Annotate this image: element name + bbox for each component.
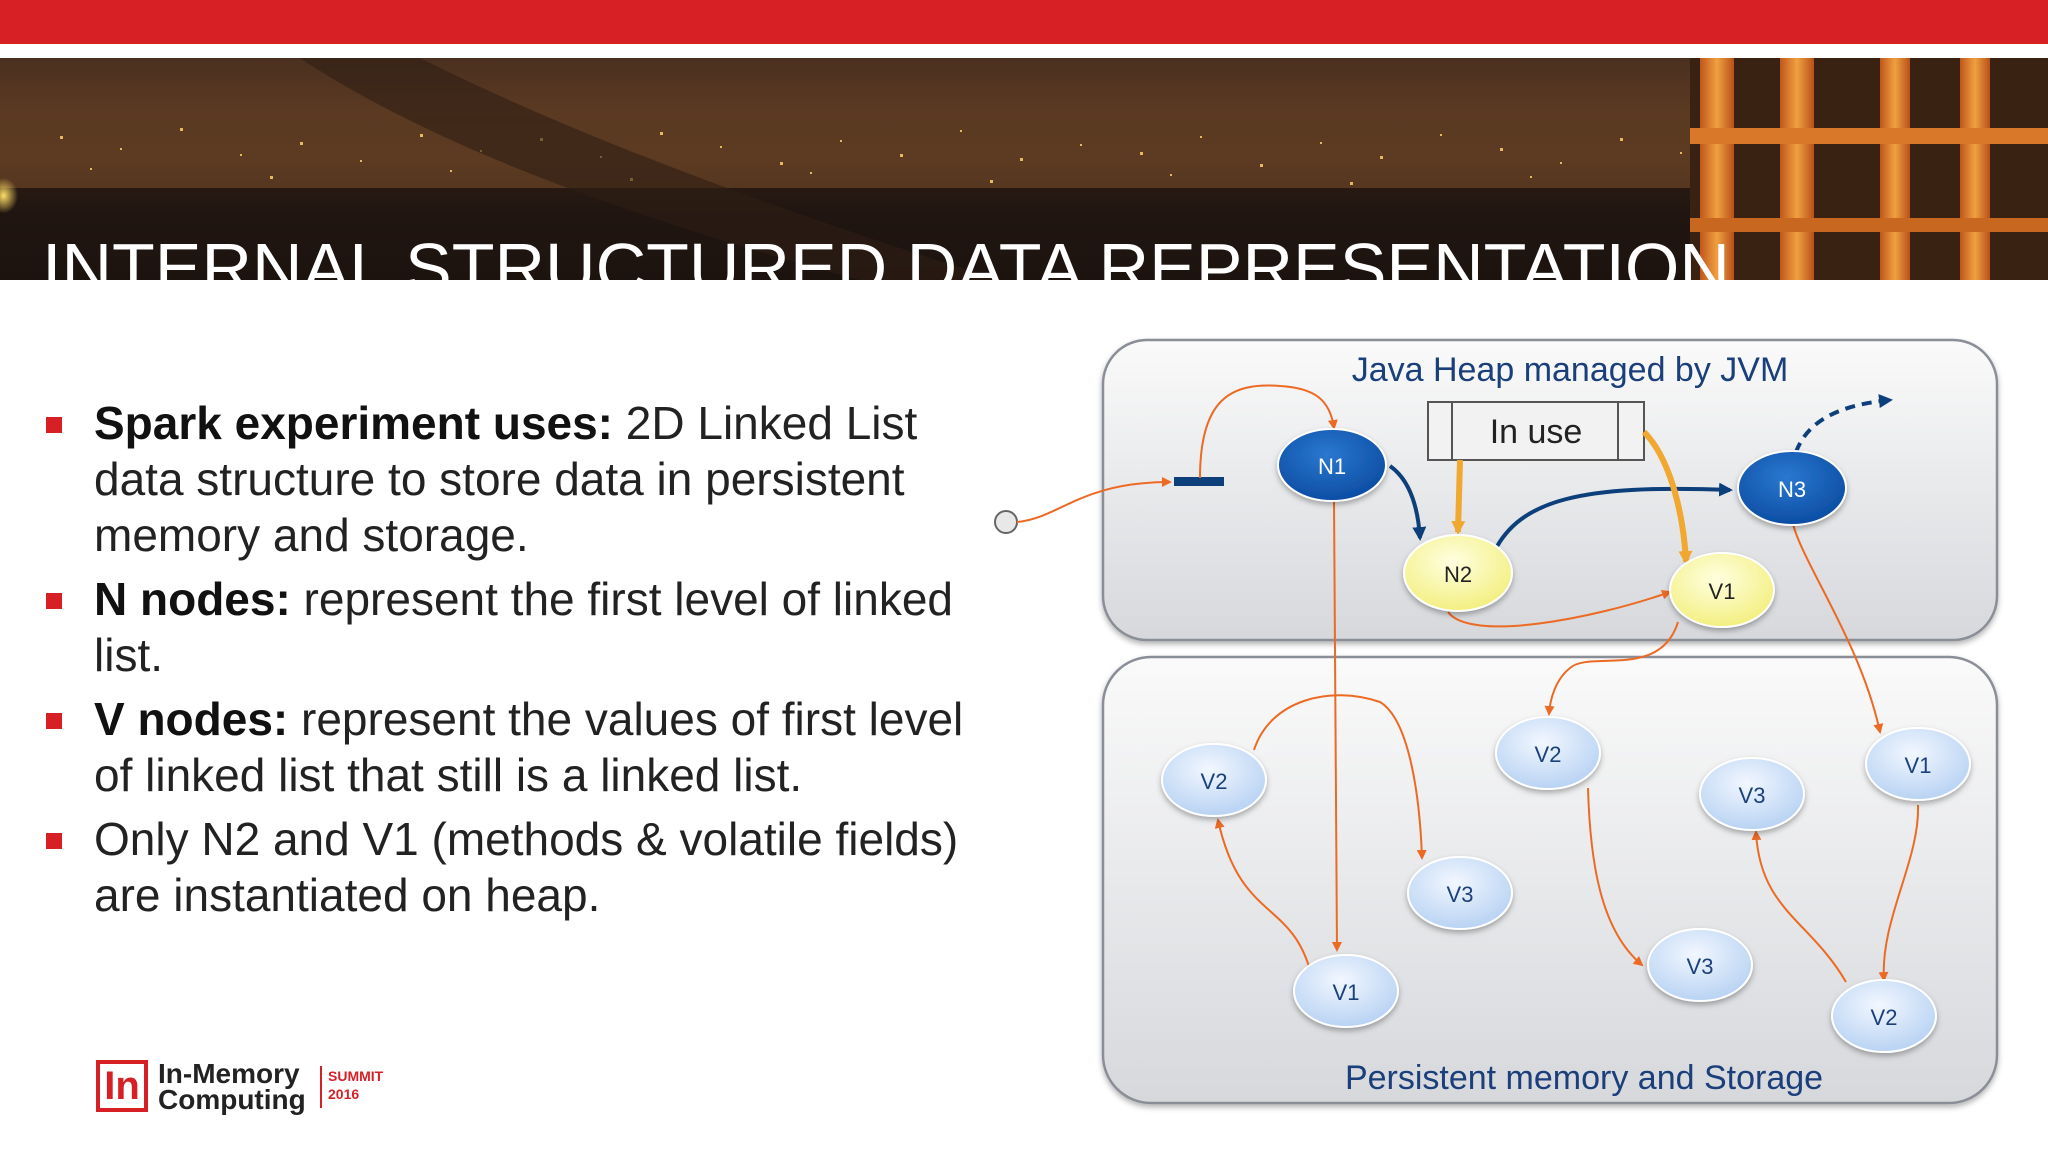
heap-nodes: N1 N2 N3 V1 <box>1277 428 1847 628</box>
arrow-v1c-to-v2c <box>1878 804 1920 982</box>
node-heap-v1-label: V1 <box>1709 579 1736 604</box>
node-heap-v1: V1 <box>1669 552 1775 628</box>
node-v3a: V3 <box>1407 856 1513 930</box>
node-n2: N2 <box>1403 534 1513 612</box>
in-use-box: In use <box>1427 401 1645 461</box>
heap-link-arrows <box>1388 394 1893 553</box>
node-v2a: V2 <box>1161 743 1267 817</box>
logo-line-2: Computing <box>158 1084 306 1115</box>
arrow-v2c-to-v3c <box>1751 830 1847 983</box>
node-n3: N3 <box>1737 450 1847 526</box>
arrow-head-to-n1 <box>1199 384 1338 479</box>
arrow-n1-to-n2 <box>1388 464 1427 541</box>
arrow-inuse-to-n2 <box>1451 459 1466 535</box>
arrow-v2a-to-v3a <box>1253 694 1427 860</box>
bullet-item: V nodes: represent the values of first l… <box>46 691 966 803</box>
node-v2c: V2 <box>1831 979 1937 1053</box>
logo-summit: SUMMIT <box>328 1068 384 1084</box>
orange-link-arrows <box>1199 384 1920 983</box>
node-v1a-label: V1 <box>1333 980 1360 1005</box>
node-v1c-label: V1 <box>1905 753 1932 778</box>
bullet-marker <box>46 713 62 729</box>
arrow-n2-to-n3 <box>1492 482 1733 553</box>
bullet-marker <box>46 833 62 849</box>
arrow-v1-to-v2b <box>1544 621 1679 716</box>
node-v2c-label: V2 <box>1871 1005 1898 1030</box>
node-n3-label: N3 <box>1778 477 1806 502</box>
in-use-label: In use <box>1490 413 1583 451</box>
node-n2-label: N2 <box>1444 562 1472 587</box>
logo-line-1: In-Memory <box>158 1058 300 1089</box>
node-v2b: V2 <box>1495 716 1601 790</box>
root-arrow <box>1016 477 1172 523</box>
bullet-heading: V nodes: <box>94 693 289 745</box>
logo-separator <box>320 1066 322 1108</box>
in-memory-computing-summit-logo: In In-Memory Computing SUMMIT 2016 <box>96 1058 416 1118</box>
bullet-text: Only N2 and V1 (methods & volatile field… <box>94 813 959 921</box>
bullet-text: 2D Linked List data structure to store d… <box>94 397 918 561</box>
top-red-bar <box>0 0 2048 44</box>
node-n1-label: N1 <box>1318 454 1346 479</box>
heap-label: Java Heap managed by JVM <box>1352 351 1789 389</box>
bullet-item: Only N2 and V1 (methods & volatile field… <box>46 811 966 923</box>
logo-mark: In <box>96 1060 148 1112</box>
bullet-text: represent the values of first level of l… <box>94 693 964 801</box>
in-use-arrows <box>1451 429 1693 565</box>
bullet-item: Spark experiment uses: 2D Linked List da… <box>46 395 966 563</box>
city-night-background <box>0 58 2048 280</box>
node-n1: N1 <box>1277 428 1387 502</box>
bullet-marker <box>46 593 62 609</box>
arrow-inuse-to-v1 <box>1641 429 1693 565</box>
logo-year: 2016 <box>328 1086 360 1102</box>
bullet-heading: Spark experiment uses: <box>94 397 614 449</box>
node-v1c: V1 <box>1865 727 1971 801</box>
root-pointer-dot <box>994 510 1018 534</box>
arrow-n3-to-v1c <box>1791 519 1884 734</box>
arrow-v1a-to-v2a <box>1214 818 1311 971</box>
head-pointer-bar <box>1174 477 1224 486</box>
node-v1a: V1 <box>1293 954 1399 1028</box>
node-v2a-label: V2 <box>1201 769 1228 794</box>
bullet-heading: N nodes: <box>94 573 291 625</box>
node-v3b-label: V3 <box>1687 954 1714 979</box>
node-v3c-label: V3 <box>1739 783 1766 808</box>
arrow-n1-to-v1a <box>1331 499 1342 952</box>
bullet-item: N nodes: represent the first level of li… <box>46 571 966 683</box>
slide-title: INTERNAL STRUCTURED DATA REPRESENTATION <box>42 229 1730 280</box>
storage-nodes: V2 V3 V1 V2 V3 V3 V1 V2 <box>1161 716 1971 1053</box>
bullet-marker <box>46 417 62 433</box>
top-white-stripe <box>0 44 2048 58</box>
bullet-list: Spark experiment uses: 2D Linked List da… <box>46 395 966 931</box>
node-v3c: V3 <box>1699 757 1805 831</box>
arrow-v2b-to-v3b <box>1587 787 1644 967</box>
storage-label: Persistent memory and Storage <box>1345 1059 1823 1097</box>
bridge-tower <box>1690 58 2048 280</box>
node-v3a-label: V3 <box>1447 882 1474 907</box>
header-banner-image: INTERNAL STRUCTURED DATA REPRESENTATION <box>0 58 2048 280</box>
bullet-text: represent the first level of linked list… <box>94 573 953 681</box>
node-v2b-label: V2 <box>1535 742 1562 767</box>
arrow-n2-to-v1 <box>1447 589 1672 628</box>
node-v3b: V3 <box>1647 928 1753 1002</box>
